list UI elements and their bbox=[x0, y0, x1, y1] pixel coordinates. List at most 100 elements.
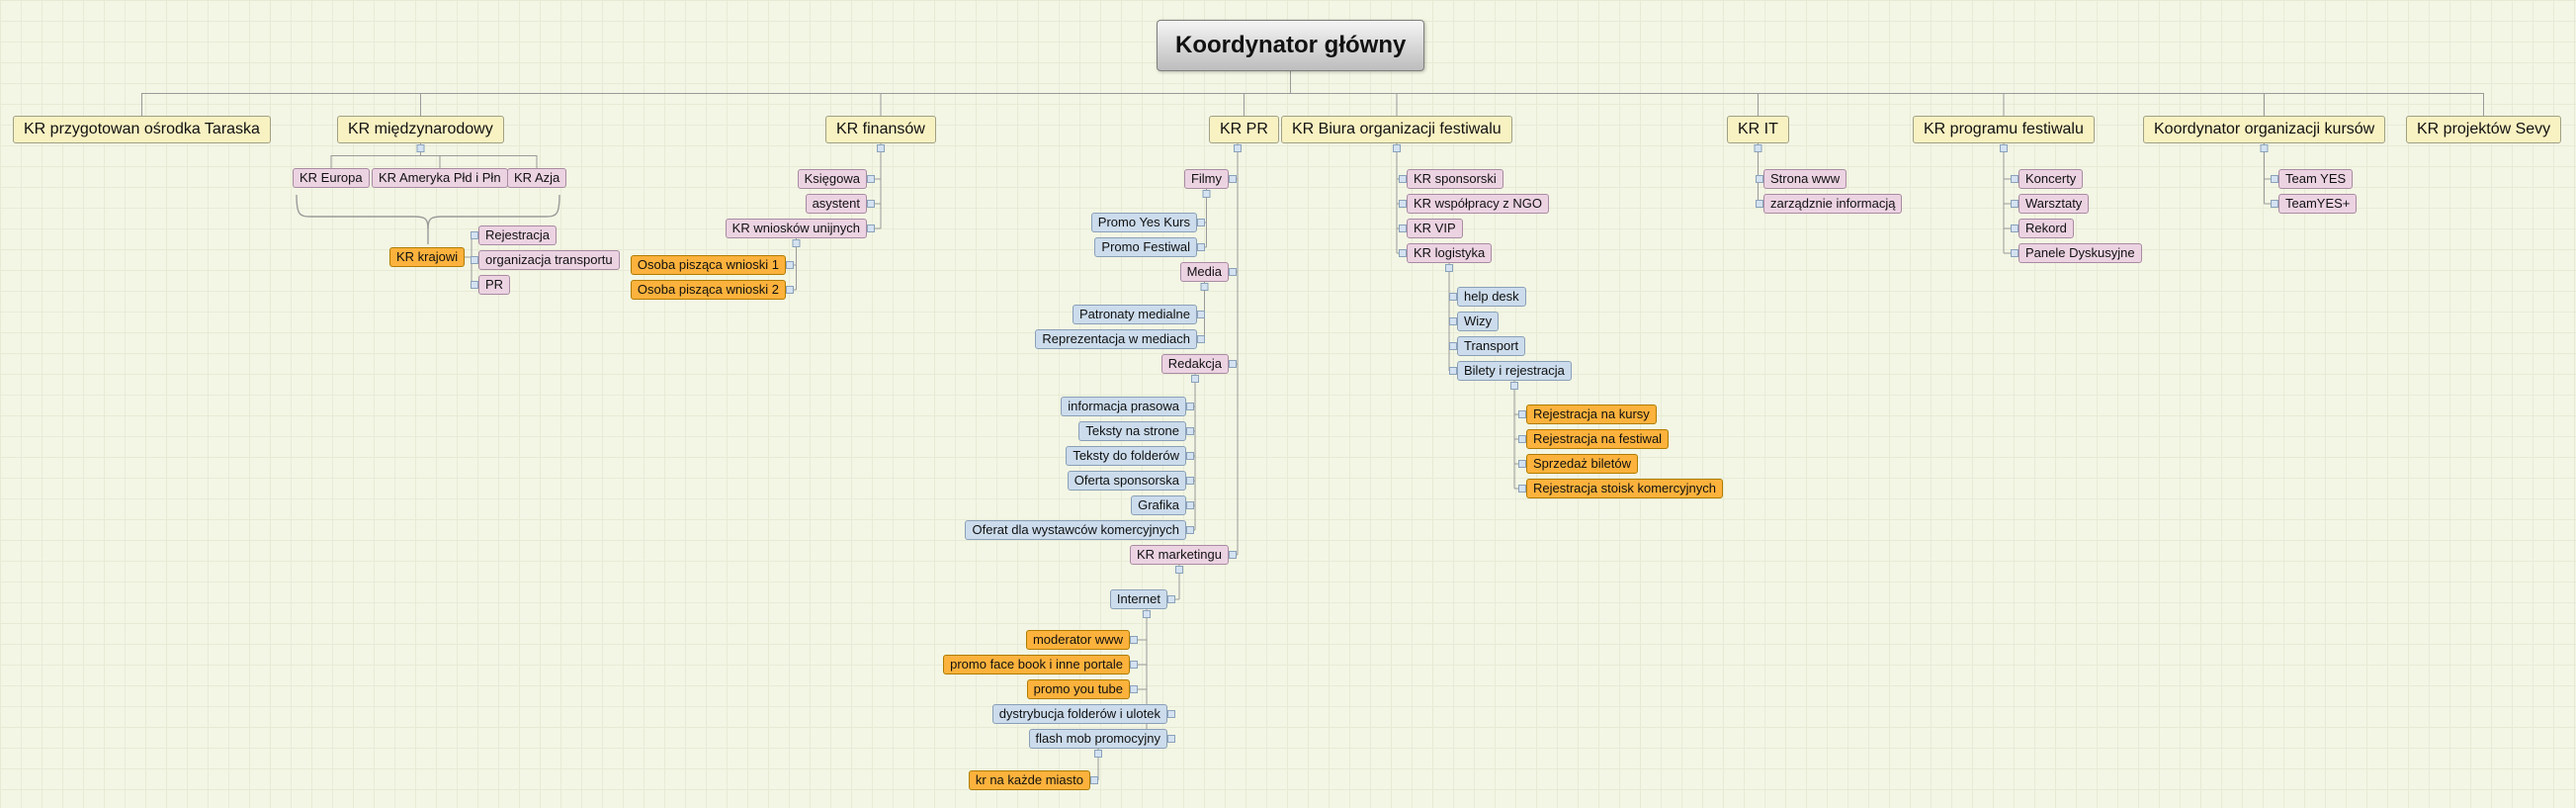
node-pr-sekcja[interactable]: PR bbox=[478, 275, 511, 295]
fold-handle[interactable] bbox=[1399, 249, 1407, 257]
node-programu[interactable]: KR programu festiwalu bbox=[1913, 116, 2095, 143]
node-rej-festiwal[interactable]: Rejestracja na festiwal bbox=[1526, 429, 1670, 449]
fold-handle[interactable] bbox=[2011, 224, 2018, 232]
node-oferta-sponsorska[interactable]: Oferta sponsorska bbox=[1067, 471, 1186, 491]
fold-handle[interactable] bbox=[1186, 501, 1194, 509]
node-ngo[interactable]: KR współpracy z NGO bbox=[1407, 194, 1550, 214]
node-wnioski[interactable]: KR wniosków unijnych bbox=[725, 219, 867, 238]
fold-handle[interactable] bbox=[1229, 551, 1237, 559]
node-sponsorski[interactable]: KR sponsorski bbox=[1407, 169, 1503, 189]
fold-handle[interactable] bbox=[2011, 175, 2018, 183]
node-sprzedaz-biletow[interactable]: Sprzedaż biletów bbox=[1526, 454, 1638, 474]
node-filmy[interactable]: Filmy bbox=[1183, 169, 1229, 189]
fold-handle[interactable] bbox=[471, 256, 478, 264]
node-asystent[interactable]: asystent bbox=[805, 194, 867, 214]
fold-handle[interactable] bbox=[1191, 375, 1199, 383]
node-patronaty[interactable]: Patronaty medialne bbox=[1072, 305, 1197, 324]
node-logistyka[interactable]: KR logistyka bbox=[1407, 243, 1493, 263]
node-promo-facebook[interactable]: promo face book i inne portale bbox=[943, 655, 1130, 674]
fold-handle[interactable] bbox=[1234, 144, 1242, 152]
fold-handle[interactable] bbox=[2011, 200, 2018, 208]
fold-handle[interactable] bbox=[1130, 636, 1138, 644]
node-kr-miasto[interactable]: kr na każde miasto bbox=[968, 770, 1090, 790]
node-dystrybucja[interactable]: dystrybucja folderów i ulotek bbox=[991, 704, 1167, 724]
node-redakcja[interactable]: Redakcja bbox=[1160, 354, 1229, 374]
node-team-yes[interactable]: Team YES bbox=[2278, 169, 2354, 189]
node-vip[interactable]: KR VIP bbox=[1407, 219, 1463, 238]
fold-handle[interactable] bbox=[1229, 268, 1237, 276]
node-promo-yes[interactable]: Promo Yes Kurs bbox=[1090, 213, 1197, 232]
node-koncerty[interactable]: Koncerty bbox=[2018, 169, 2084, 189]
node-root[interactable]: Koordynator główny bbox=[1157, 20, 1425, 71]
node-wizy[interactable]: Wizy bbox=[1457, 312, 1500, 331]
node-strona-www[interactable]: Strona www bbox=[1763, 169, 1847, 189]
fold-handle[interactable] bbox=[1399, 224, 1407, 232]
fold-handle[interactable] bbox=[1186, 427, 1194, 435]
fold-handle[interactable] bbox=[786, 286, 794, 294]
fold-handle[interactable] bbox=[1167, 735, 1175, 743]
fold-handle[interactable] bbox=[1449, 293, 1457, 301]
fold-handle[interactable] bbox=[1754, 144, 1762, 152]
fold-handle[interactable] bbox=[471, 231, 478, 239]
fold-handle[interactable] bbox=[2260, 144, 2269, 152]
node-promo-youtube[interactable]: promo you tube bbox=[1026, 679, 1130, 699]
fold-handle[interactable] bbox=[1518, 460, 1526, 468]
fold-handle[interactable] bbox=[877, 144, 885, 152]
fold-handle[interactable] bbox=[1449, 367, 1457, 375]
node-marketing[interactable]: KR marketingu bbox=[1130, 545, 1229, 565]
node-kr-pr[interactable]: KR PR bbox=[1209, 116, 1279, 143]
fold-handle[interactable] bbox=[1756, 175, 1763, 183]
fold-handle[interactable] bbox=[1202, 190, 1211, 198]
fold-handle[interactable] bbox=[1518, 485, 1526, 493]
node-internet[interactable]: Internet bbox=[1109, 589, 1167, 609]
fold-handle[interactable] bbox=[1229, 175, 1237, 183]
fold-handle[interactable] bbox=[1197, 335, 1205, 343]
fold-handle[interactable] bbox=[1449, 317, 1457, 325]
node-it[interactable]: KR IT bbox=[1727, 116, 1789, 143]
fold-handle[interactable] bbox=[416, 144, 425, 152]
fold-handle[interactable] bbox=[2011, 249, 2018, 257]
fold-handle[interactable] bbox=[1197, 219, 1205, 226]
fold-handle[interactable] bbox=[1518, 410, 1526, 418]
node-biura[interactable]: KR Biura organizacji festiwalu bbox=[1281, 116, 1512, 143]
fold-handle[interactable] bbox=[867, 224, 875, 232]
node-rekord[interactable]: Rekord bbox=[2018, 219, 2074, 238]
fold-handle[interactable] bbox=[2271, 175, 2278, 183]
fold-handle[interactable] bbox=[1090, 776, 1098, 784]
node-sevy[interactable]: KR projektów Sevy bbox=[2406, 116, 2562, 143]
node-rej-kursy[interactable]: Rejestracja na kursy bbox=[1526, 404, 1657, 424]
fold-handle[interactable] bbox=[867, 200, 875, 208]
fold-handle[interactable] bbox=[1143, 610, 1151, 618]
fold-handle[interactable] bbox=[1130, 661, 1138, 669]
fold-handle[interactable] bbox=[1094, 750, 1102, 758]
node-bilety[interactable]: Bilety i rejestracja bbox=[1457, 361, 1572, 381]
node-taraska[interactable]: KR przygotowan ośrodka Taraska bbox=[13, 116, 271, 143]
node-org-transportu[interactable]: organizacja transportu bbox=[478, 250, 620, 270]
node-rej-stoisk[interactable]: Rejestracja stoisk komercyjnych bbox=[1526, 479, 1723, 498]
fold-handle[interactable] bbox=[1130, 685, 1138, 693]
fold-handle[interactable] bbox=[1167, 595, 1175, 603]
node-grafika[interactable]: Grafika bbox=[1131, 495, 1186, 515]
node-warsztaty[interactable]: Warsztaty bbox=[2018, 194, 2090, 214]
fold-handle[interactable] bbox=[1510, 382, 1518, 390]
fold-handle[interactable] bbox=[1518, 435, 1526, 443]
fold-handle[interactable] bbox=[1197, 311, 1205, 318]
fold-handle[interactable] bbox=[2000, 144, 2008, 152]
node-zarzadzanie[interactable]: zarządznie informacją bbox=[1763, 194, 1903, 214]
fold-handle[interactable] bbox=[1186, 403, 1194, 410]
node-media[interactable]: Media bbox=[1179, 262, 1229, 282]
node-transport[interactable]: Transport bbox=[1457, 336, 1526, 356]
fold-handle[interactable] bbox=[1756, 200, 1763, 208]
fold-handle[interactable] bbox=[2271, 200, 2278, 208]
fold-handle[interactable] bbox=[471, 281, 478, 289]
fold-handle[interactable] bbox=[1186, 452, 1194, 460]
node-teksty-strone[interactable]: Teksty na strone bbox=[1078, 421, 1186, 441]
node-finansow[interactable]: KR finansów bbox=[825, 116, 936, 143]
fold-handle[interactable] bbox=[1229, 360, 1237, 368]
fold-handle[interactable] bbox=[1197, 243, 1205, 251]
node-panele[interactable]: Panele Dyskusyjne bbox=[2018, 243, 2142, 263]
fold-handle[interactable] bbox=[792, 239, 801, 247]
node-reprezentacja[interactable]: Reprezentacja w mediach bbox=[1035, 329, 1197, 349]
node-moderator-www[interactable]: moderator www bbox=[1025, 630, 1130, 650]
node-osoba1[interactable]: Osoba pisząca wnioski 1 bbox=[630, 255, 786, 275]
